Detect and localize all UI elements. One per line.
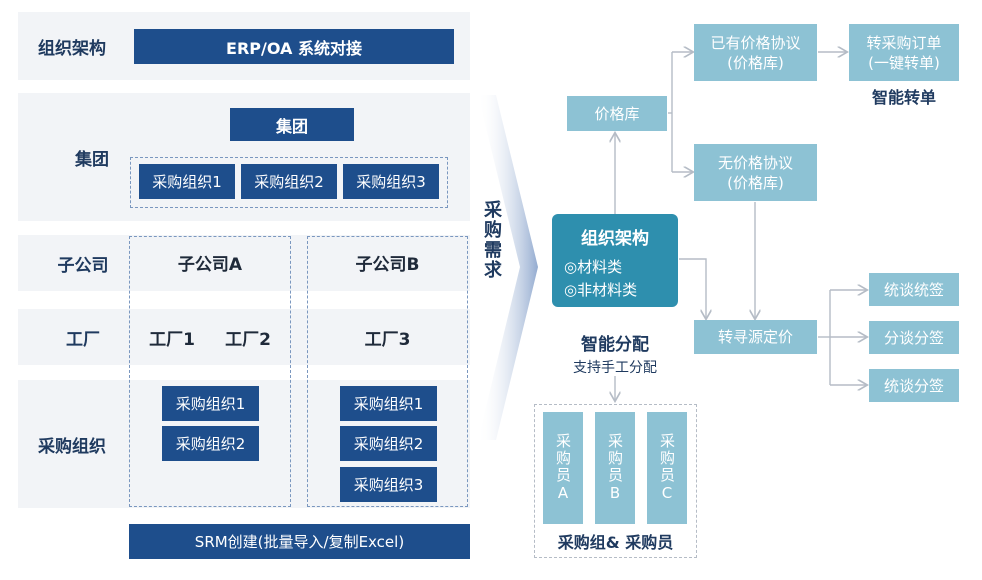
row-label-factory: 工厂 bbox=[66, 329, 100, 350]
price-library-box: 价格库 bbox=[567, 96, 667, 131]
buyer-c-box: 采购员C bbox=[647, 412, 687, 524]
buyers-frame bbox=[534, 404, 697, 558]
sub-band bbox=[18, 235, 470, 291]
to-order-line1: 转采购订单 bbox=[866, 33, 942, 52]
smart-convert-label: 智能转单 bbox=[871, 88, 936, 107]
buyer-group-label: 采购组& 采购员 bbox=[557, 533, 674, 552]
has-price-agreement-box: 已有价格协议 (价格库) bbox=[694, 24, 817, 81]
no-price-line1: 无价格协议 bbox=[717, 153, 793, 172]
sub-a-org-1: 采购组织1 bbox=[162, 386, 259, 421]
manual-assign-label: 支持手工分配 bbox=[573, 360, 657, 376]
org-structure-title: 组织架构 bbox=[581, 229, 649, 249]
group-orgs-frame bbox=[130, 157, 448, 208]
sub-b-org-1: 采购组织1 bbox=[340, 386, 437, 421]
outcome-box-2: 分谈分签 bbox=[869, 321, 959, 354]
smart-assign-label: 智能分配 bbox=[581, 334, 649, 355]
outcome-box-3: 统谈分签 bbox=[869, 369, 959, 402]
org-structure-item-nonmaterial: ◎非材料类 bbox=[564, 281, 638, 299]
subsidiary-a-label: 子公司A bbox=[177, 254, 243, 275]
row-label-org: 组织架构 bbox=[38, 38, 106, 59]
has-price-line1: 已有价格协议 bbox=[710, 33, 801, 52]
buyer-a-label: 采购员A bbox=[554, 432, 572, 504]
buyer-c-label: 采购员C bbox=[658, 432, 676, 504]
row-label-group: 集团 bbox=[75, 149, 109, 170]
srm-create-box: SRM创建(批量导入/复制Excel) bbox=[129, 524, 470, 559]
has-price-line2: (价格库) bbox=[727, 53, 784, 72]
org-structure-item-material: ◎材料类 bbox=[564, 258, 623, 276]
no-price-line2: (价格库) bbox=[727, 173, 784, 192]
outcome-box-1: 统谈统签 bbox=[869, 273, 959, 306]
sub-b-org-2: 采购组织2 bbox=[340, 426, 437, 461]
to-purchase-order-box: 转采购订单 (一键转单) bbox=[849, 24, 959, 81]
erp-oa-box: ERP/OA 系统对接 bbox=[134, 29, 454, 64]
flow-arrow-shape bbox=[478, 95, 538, 440]
factory-band bbox=[18, 309, 470, 365]
group-org-1: 采购组织1 bbox=[139, 164, 235, 199]
purchase-demand-label: 采购需求 bbox=[481, 200, 502, 280]
buyer-a-box: 采购员A bbox=[543, 412, 583, 524]
row-label-purch: 采购组织 bbox=[38, 436, 106, 457]
factory-2-label: 工厂2 bbox=[225, 329, 271, 350]
org-structure-box: 组织架构 ◎材料类 ◎非材料类 bbox=[552, 214, 678, 307]
group-org-2: 采购组织2 bbox=[241, 164, 337, 199]
subsidiary-a-frame bbox=[129, 236, 291, 507]
to-order-line2: (一键转单) bbox=[868, 53, 940, 72]
row-label-sub: 子公司 bbox=[57, 255, 109, 276]
factory-1-label: 工厂1 bbox=[149, 329, 195, 350]
sub-a-org-2: 采购组织2 bbox=[162, 426, 259, 461]
buyer-b-box: 采购员B bbox=[595, 412, 635, 524]
factory-3-label: 工厂3 bbox=[364, 329, 411, 350]
sourcing-pricing-box: 转寻源定价 bbox=[694, 320, 817, 354]
subsidiary-b-label: 子公司B bbox=[355, 254, 420, 275]
group-org-3: 采购组织3 bbox=[343, 164, 439, 199]
buyer-b-label: 采购员B bbox=[606, 432, 624, 504]
no-price-agreement-box: 无价格协议 (价格库) bbox=[694, 144, 817, 201]
group-box: 集团 bbox=[230, 108, 354, 141]
subsidiary-b-frame bbox=[307, 236, 468, 507]
sub-b-org-3: 采购组织3 bbox=[340, 467, 437, 502]
